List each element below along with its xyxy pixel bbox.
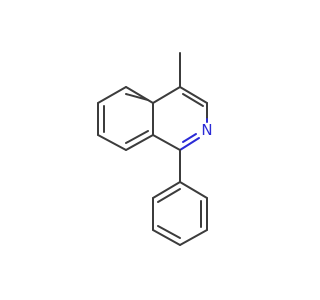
bond-ph6-ph1	[152, 181, 181, 199]
bond-ph6-ph1-inner	[157, 188, 181, 203]
bond-n-c1	[179, 137, 200, 151]
bond-c7-c8	[97, 134, 127, 151]
bond-ph3-ph4	[179, 229, 208, 246]
bond-ph4-ph5	[152, 229, 181, 246]
bond-c5-c6	[97, 86, 127, 104]
bond-c4a-c5-inner	[125, 93, 149, 101]
bond-c4a-c4	[152, 86, 181, 104]
molecule-diagram: N	[0, 0, 300, 300]
bond-c4-c3-inner	[182, 93, 204, 107]
bond-ph4-ph5-inner	[157, 225, 181, 239]
bond-ph1-ph2	[179, 181, 208, 199]
bond-c8-c8a-inner	[125, 130, 149, 144]
bond-c4-c3	[179, 86, 208, 104]
bond-c8-c8a	[125, 134, 154, 151]
background	[0, 0, 300, 300]
bond-c1-c8a	[152, 134, 181, 151]
atom-nitrogen-label: N	[201, 121, 212, 139]
bond-n-c1-inner	[182, 133, 197, 143]
